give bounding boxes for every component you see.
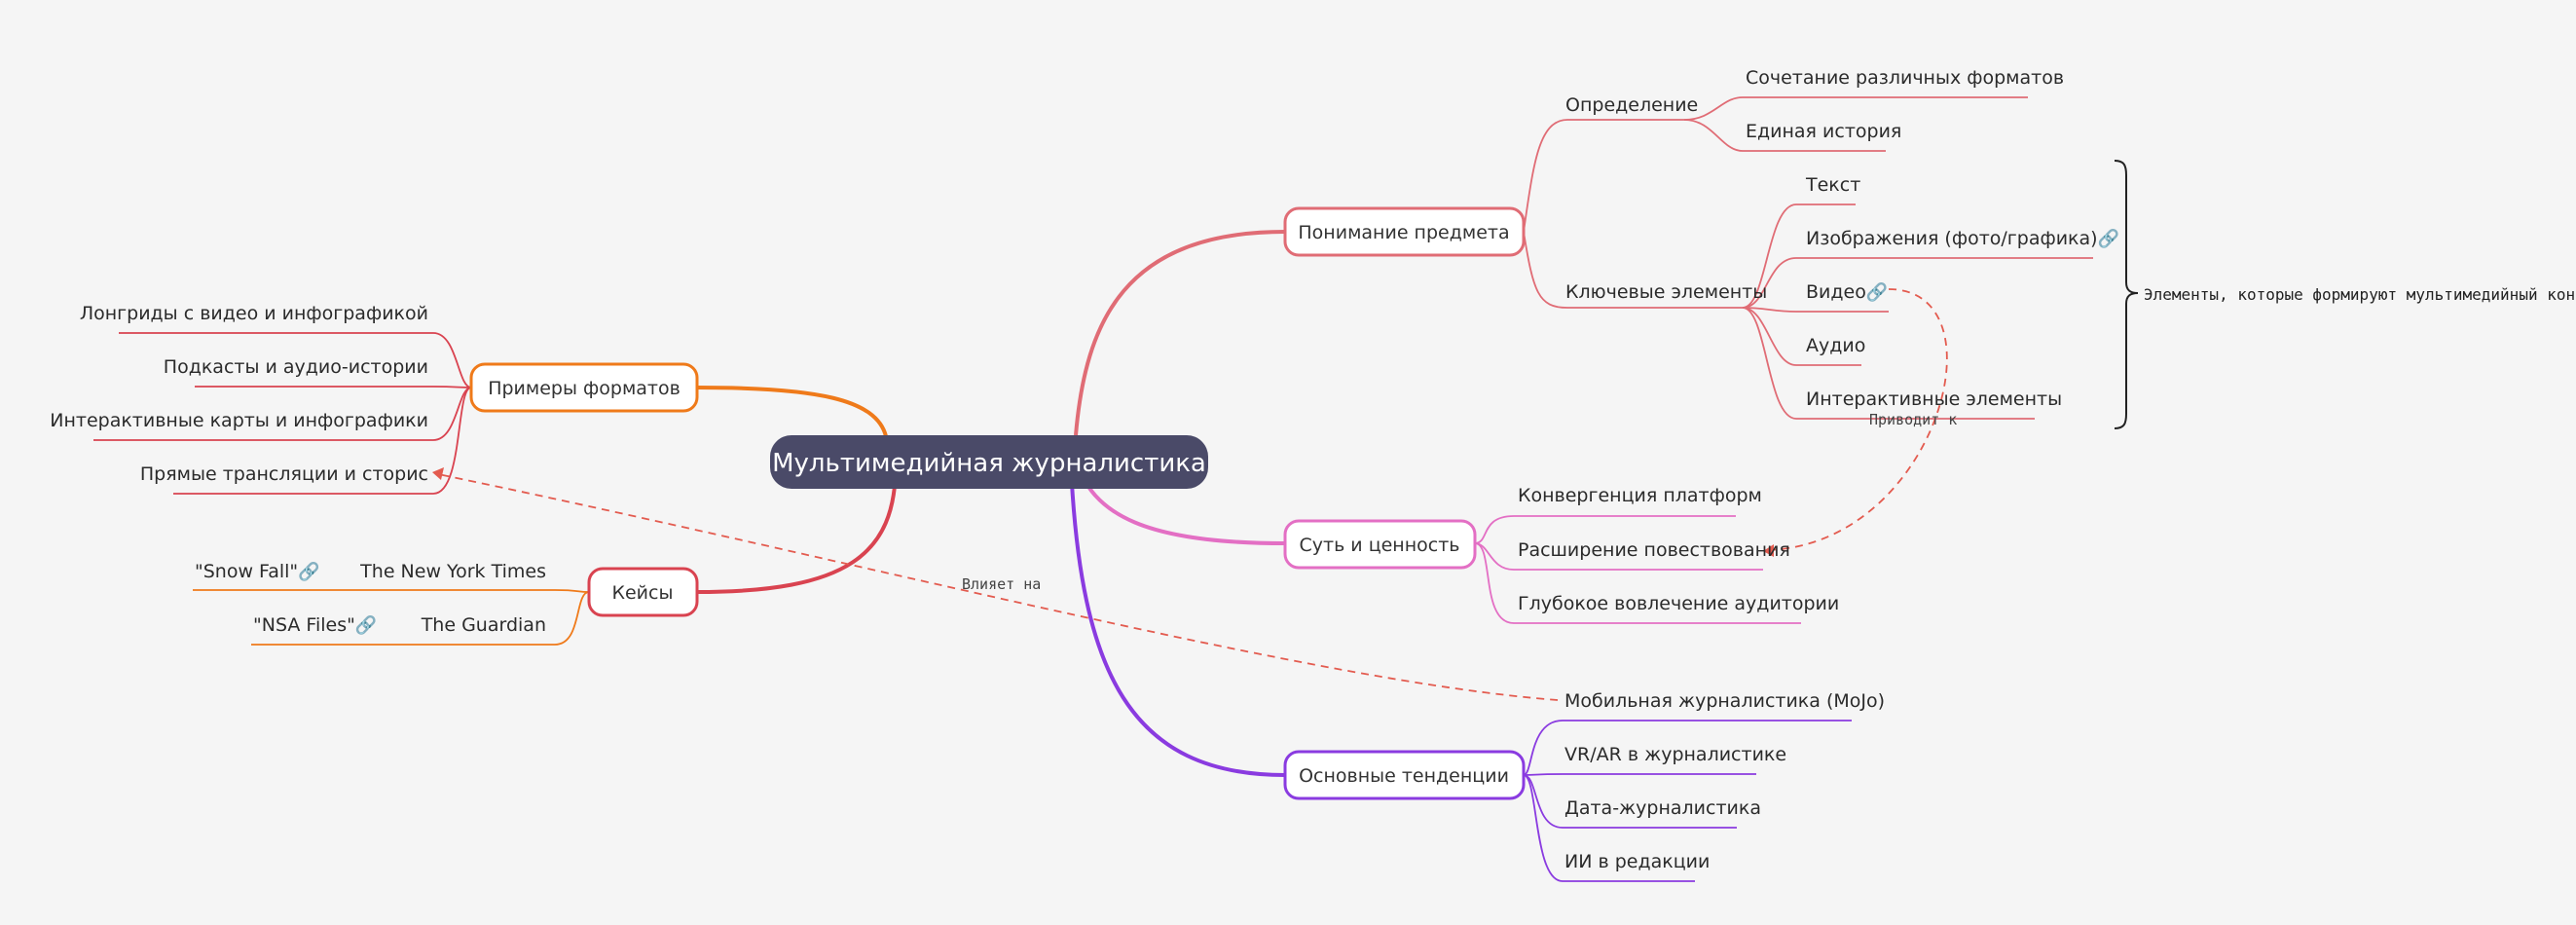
key-element-item[interactable]: Текст xyxy=(1805,174,1860,196)
definition-item[interactable]: Сочетание различных форматов xyxy=(1746,67,2064,89)
link-icon[interactable]: 🔗 xyxy=(355,614,377,636)
trend-item[interactable]: Дата-журналистика xyxy=(1564,797,1761,819)
trend-item[interactable]: Мобильная журналистика (MoJo) xyxy=(1564,690,1885,712)
formats-subtree xyxy=(93,332,472,495)
definition-item[interactable]: Единая история xyxy=(1746,121,1901,142)
format-item[interactable]: Интерактивные карты и инфографики xyxy=(50,410,428,431)
essence-item[interactable]: Конвергенция платформ xyxy=(1518,485,1762,506)
relationship-label-video[interactable]: Приводит к xyxy=(1869,411,1957,428)
connector-formats xyxy=(696,386,888,437)
topic-trends-label: Основные тенденции xyxy=(1299,765,1509,787)
case-project[interactable]: "NSA Files"🔗 xyxy=(253,614,377,636)
case-project[interactable]: "Snow Fall"🔗 xyxy=(195,561,320,582)
key-element-item[interactable]: Интерактивные элементы xyxy=(1806,388,2062,410)
topic-cases-label: Кейсы xyxy=(612,582,674,604)
connector-cases xyxy=(696,464,898,594)
format-item[interactable]: Подкасты и аудио-истории xyxy=(164,356,428,378)
link-icon[interactable]: 🔗 xyxy=(298,561,319,582)
essence-subtree xyxy=(1474,515,1801,624)
link-icon[interactable]: 🔗 xyxy=(1866,281,1888,303)
key-elements-label[interactable]: Ключевые элементы xyxy=(1565,281,1767,303)
summary-bracket xyxy=(2114,160,2139,429)
summary-label[interactable]: Элементы, которые формируют мультимедийн… xyxy=(2144,285,2576,304)
central-topic-label: Мультимедийная журналистика xyxy=(772,449,1206,478)
relationship-label-mojo[interactable]: Влияет на xyxy=(962,575,1041,593)
connector-trends xyxy=(1069,464,1286,777)
link-icon[interactable]: 🔗 xyxy=(2098,228,2119,249)
topic-understanding[interactable]: Понимание предмета xyxy=(1283,206,1526,257)
trend-item[interactable]: VR/AR в журналистике xyxy=(1564,744,1786,765)
topic-understanding-label: Понимание предмета xyxy=(1298,222,1509,243)
key-element-item[interactable]: Изображения (фото/графика)🔗 xyxy=(1806,228,2119,249)
topic-essence-label: Суть и ценность xyxy=(1299,535,1459,556)
topic-formats[interactable]: Примеры форматов xyxy=(469,362,699,413)
format-item[interactable]: Лонгриды с видео и инфографикой xyxy=(80,303,428,324)
key-element-item[interactable]: Аудио xyxy=(1806,335,1865,356)
topic-formats-label: Примеры форматов xyxy=(488,378,681,399)
topic-essence[interactable]: Суть и ценность xyxy=(1283,519,1477,570)
case-outlet[interactable]: The Guardian xyxy=(421,614,546,636)
relationship-arrow-video xyxy=(1763,544,1774,557)
central-topic[interactable]: Мультимедийная журналистика xyxy=(770,435,1208,489)
essence-item[interactable]: Глубокое вовлечение аудитории xyxy=(1518,593,1839,614)
connector-understanding xyxy=(1074,230,1286,436)
trends-subtree xyxy=(1523,720,1852,882)
definition-label[interactable]: Определение xyxy=(1565,94,1698,116)
case-outlet[interactable]: The New York Times xyxy=(359,561,546,582)
relationship-arrow-mojo xyxy=(432,467,444,480)
format-item[interactable]: Прямые трансляции и сторис xyxy=(140,463,428,485)
topic-trends[interactable]: Основные тенденции xyxy=(1283,750,1526,800)
relationship-line-mojo xyxy=(437,473,1559,701)
topic-cases[interactable]: Кейсы xyxy=(587,567,699,617)
relationship-line-video xyxy=(1766,288,1948,551)
cases-subtree xyxy=(193,589,590,646)
key-element-item[interactable]: Видео🔗 xyxy=(1806,281,1888,303)
trend-item[interactable]: ИИ в редакции xyxy=(1564,851,1710,872)
understanding-subtree xyxy=(1523,96,2093,420)
essence-item[interactable]: Расширение повествования xyxy=(1518,539,1790,561)
